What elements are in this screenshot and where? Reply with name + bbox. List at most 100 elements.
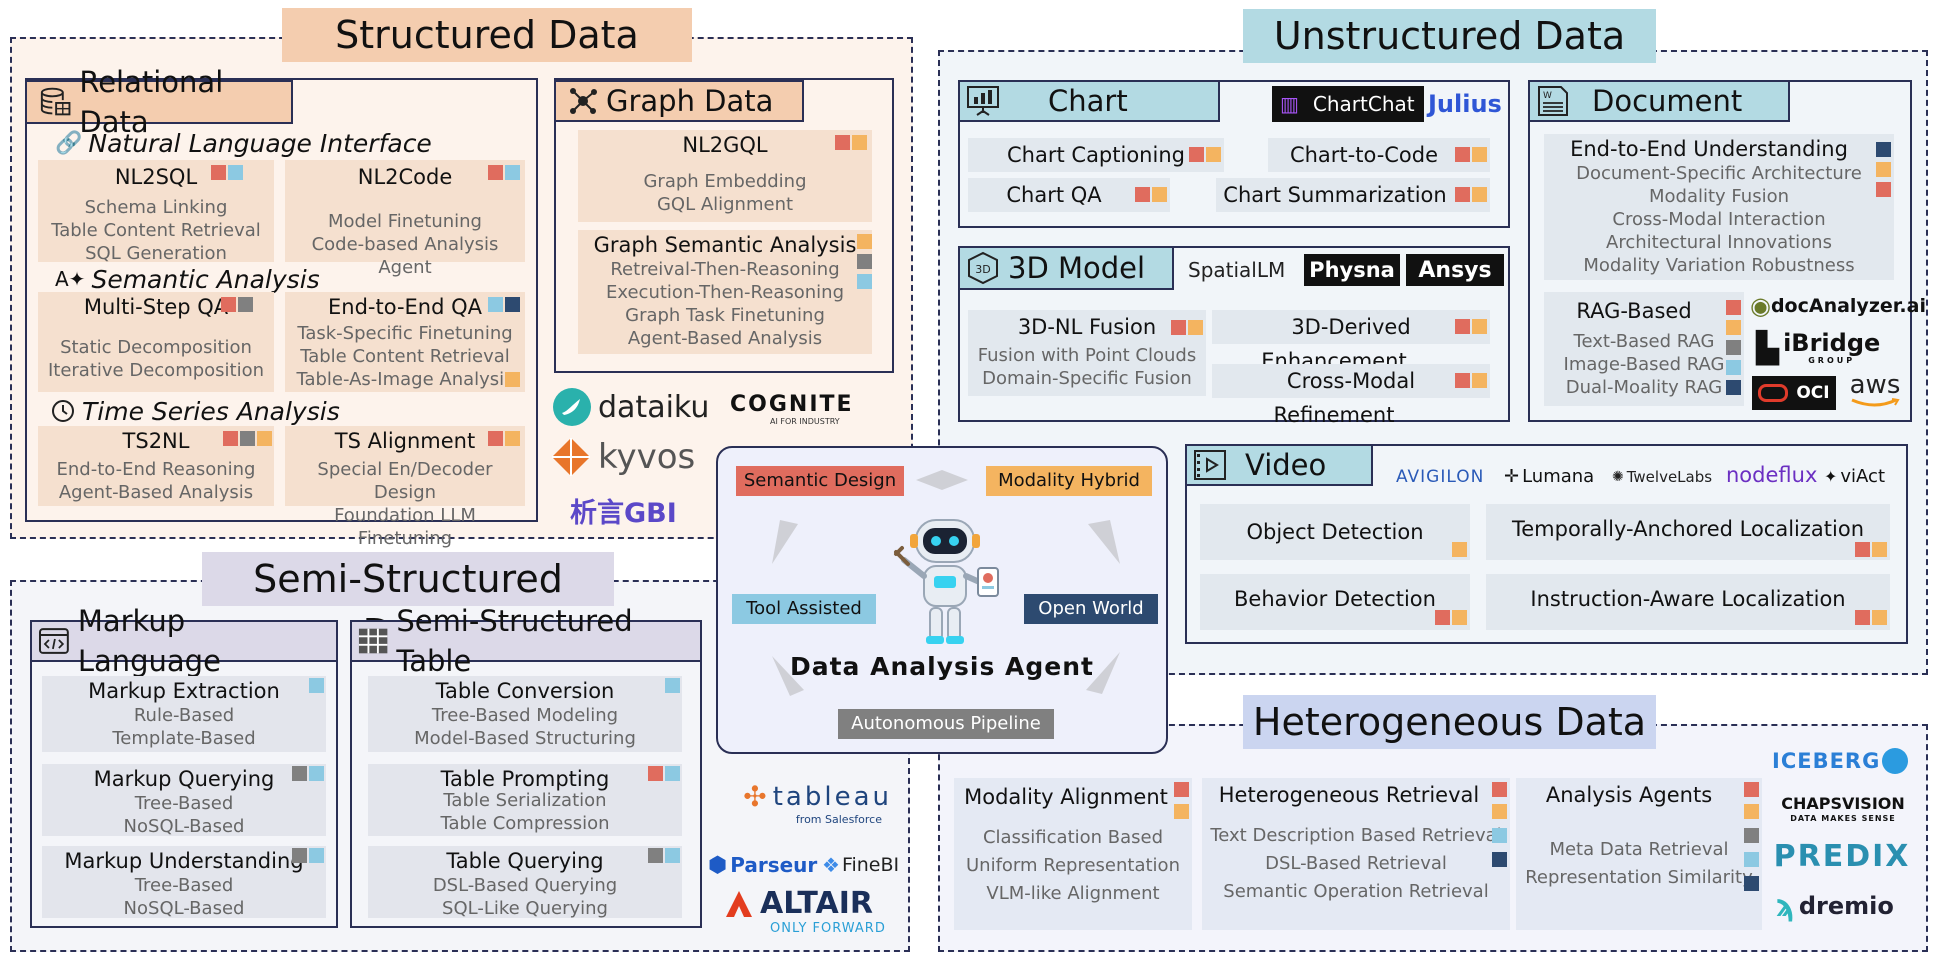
markup-language-title: Markup Language: [77, 604, 221, 678]
tag-blue: [309, 678, 324, 693]
tag-orange: [505, 431, 520, 446]
tag-red: [1744, 782, 1759, 797]
tag-red: [648, 766, 663, 781]
arrow-left-top: [772, 520, 798, 564]
graph-network-icon: [570, 88, 597, 114]
finebi-icon: ❖: [822, 853, 840, 877]
nl2sql-title: NL2SQL: [114, 165, 198, 189]
tag-orange: [1206, 147, 1221, 162]
tag-gray: [1744, 828, 1759, 843]
graph-semantic-analysis-box: Graph Semantic Analysis Retreival-Then-R…: [578, 230, 872, 354]
tag-blue: [1744, 852, 1759, 867]
tag-orange: [1174, 804, 1189, 819]
3d-nl-fusion-box: 3D-NL Fusion Fusion with Point Clouds Do…: [968, 310, 1206, 396]
table-querying-box: Table Querying DSL-Based Querying SQL-Li…: [368, 846, 682, 919]
heterogeneous-retrieval-box: Heterogeneous Retrieval Text Description…: [1202, 778, 1510, 930]
tag-orange: [1872, 542, 1887, 557]
chartchat-icon: ▥: [1280, 92, 1299, 116]
altair-a-icon: [726, 890, 752, 917]
modality-alignment-box: Modality Alignment Classification Based …: [954, 778, 1192, 930]
tag-orange: [1492, 804, 1507, 819]
chapsvision-logo: CHAPSVISION DATA MAKES SENSE: [1781, 794, 1905, 823]
analysis-agents-box: Analysis Agents Meta Data Retrieval Repr…: [1516, 778, 1762, 930]
physna-logo: Physna: [1304, 254, 1400, 286]
tag-orange: [1472, 319, 1487, 334]
behavior-detection-box: Behavior Detection: [1200, 574, 1470, 630]
spatiallm-logo: SpatialLM: [1188, 258, 1286, 282]
tag-blue: [1492, 828, 1507, 843]
relational-data-header: Relational Data: [25, 65, 293, 139]
3d-model-header: 3D 3D Model: [958, 246, 1174, 290]
tag-orange: [1872, 610, 1887, 625]
tag-navy: [1726, 380, 1741, 395]
markup-language-header: Markup Language: [30, 604, 338, 678]
open-world-label: Open World: [1024, 594, 1158, 624]
ansys-logo: Ansys: [1406, 254, 1504, 286]
semi-structured-title: Semi-Structured Data: [202, 552, 614, 655]
tag-red: [1455, 187, 1470, 202]
kyvos-shape-icon: [552, 438, 590, 476]
instruction-localization-box: Instruction-Aware Localization: [1486, 574, 1890, 630]
markup-understanding-box: Markup Understanding Tree-Based NoSQL-Ba…: [42, 846, 326, 919]
tag-orange: [1472, 147, 1487, 162]
multistep-qa-box: Multi-Step QA Static Decomposition Itera…: [38, 292, 274, 392]
nodeflux-logo: nodeflux: [1726, 463, 1818, 487]
ibridge-logo: ▙ iBridge GROUP: [1756, 329, 1881, 366]
markup-extraction-box: Markup Extraction Rule-Based Template-Ba…: [42, 676, 326, 752]
tag-orange: [1472, 373, 1487, 388]
chart-qa-box: Chart QA: [968, 178, 1170, 212]
twelvelabs-logo: ✺ TwelveLabs: [1612, 468, 1713, 486]
chart-captioning-box: Chart Captioning: [968, 138, 1224, 172]
chart-header: Chart: [958, 80, 1220, 122]
video-film-icon: [1194, 450, 1226, 480]
tag-red: [1855, 610, 1870, 625]
arrow-top: [916, 470, 968, 490]
tag-blue: [665, 766, 680, 781]
tool-assisted-label: Tool Assisted: [732, 594, 876, 624]
tag-red: [211, 165, 226, 180]
3d-derived-enhancement-box: 3D-Derived Enhancement: [1212, 310, 1490, 373]
parseur-logo: ⬢ Parseur: [708, 852, 818, 878]
tag-red: [1435, 610, 1450, 625]
julius-logo: Julius: [1428, 90, 1502, 118]
chart-to-code-box: Chart-to-Code: [1268, 138, 1490, 172]
heterogeneous-title: Heterogeneous Data: [1243, 695, 1656, 749]
lumana-logo: ✛ Lumana: [1504, 465, 1595, 487]
tag-red: [1174, 782, 1189, 797]
3d-cube-icon: 3D: [968, 251, 998, 285]
nl2code-box: NL2Code Model Finetuning Code-based Anal…: [285, 160, 525, 278]
semantic-analysis-section-title: A✦ Semantic Analysis: [55, 264, 320, 294]
tag-gray: [1726, 340, 1741, 355]
lumana-icon: ✛: [1504, 465, 1520, 487]
tag-blue: [1726, 360, 1741, 375]
tag-red: [1189, 147, 1204, 162]
tag-navy: [505, 297, 520, 312]
tag-blue: [228, 165, 243, 180]
viact-icon: ✦: [1824, 466, 1838, 486]
altair-logo: ALTAIR ONLY FORWARD: [724, 886, 894, 940]
table-grid-icon: [358, 628, 388, 654]
document-header: W Document: [1528, 80, 1790, 122]
text-analysis-icon: A✦: [55, 267, 86, 291]
tag-orange: [852, 135, 867, 150]
tag-navy: [1492, 852, 1507, 867]
parseur-icon: ⬢: [708, 852, 728, 878]
dremio-logo: ϡ dremio: [1776, 888, 1894, 924]
predix-logo: PREDIX: [1773, 838, 1911, 874]
tag-red: [1492, 782, 1507, 797]
tag-gray: [292, 848, 307, 863]
svg-text:W: W: [1543, 91, 1552, 101]
relational-data-title: Relational Data: [79, 65, 224, 139]
docanalyzer-logo: ◉ docAnalyzer.ai: [1750, 292, 1926, 320]
document-icon: W: [1538, 86, 1568, 116]
tag-navy: [1876, 142, 1891, 157]
tag-red: [488, 431, 503, 446]
arrow-left-bottom: [772, 656, 804, 696]
tag-orange: [1876, 162, 1891, 177]
document-title: Document: [1592, 84, 1743, 118]
tag-red: [1455, 147, 1470, 162]
nl2sql-box: NL2SQL Schema Linking Table Content Retr…: [38, 160, 274, 264]
robot-icon: [894, 519, 999, 644]
avigilon-logo: AVIGILON: [1396, 467, 1485, 487]
rag-based-box: RAG-Based Text-Based RAG Image-Based RAG…: [1544, 292, 1744, 406]
